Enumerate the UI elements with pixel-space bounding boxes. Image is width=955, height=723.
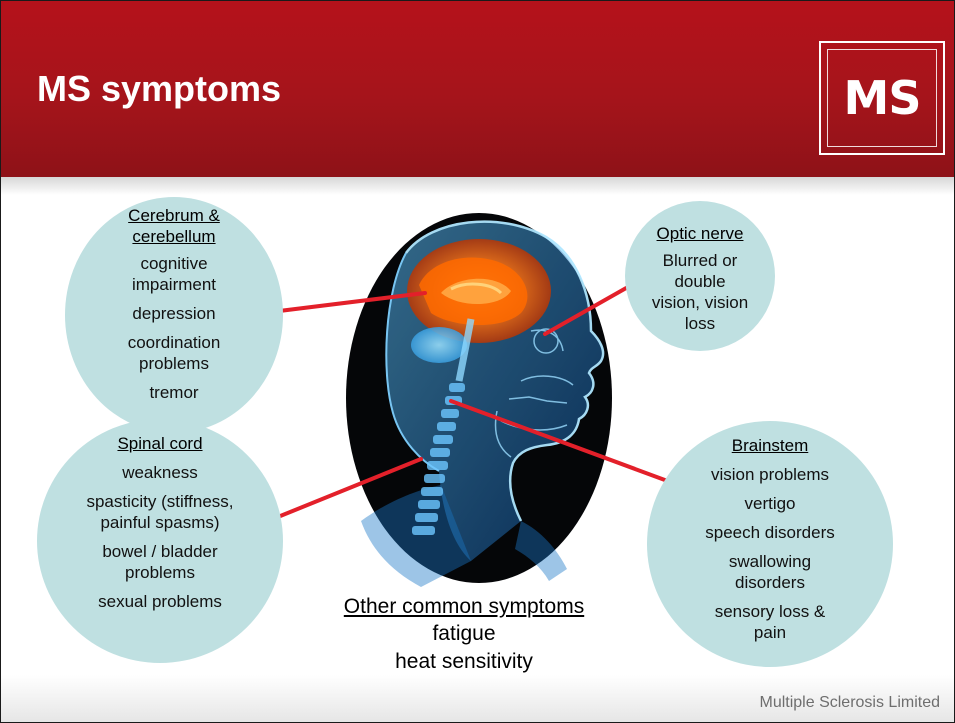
cerebrum-item: tremor bbox=[65, 382, 283, 403]
spinal-item: sexual problems bbox=[37, 591, 283, 612]
spinal-content: Spinal cord weakness spasticity (stiffne… bbox=[37, 433, 283, 612]
other-symptom-item: fatigue bbox=[311, 620, 617, 648]
cerebrum-item: impairment bbox=[65, 274, 283, 295]
brainstem-heading: Brainstem bbox=[732, 436, 809, 456]
cerebrum-symptoms-circle: Cerebrum & cerebellum cognitive impairme… bbox=[65, 197, 283, 433]
optic-item: vision, vision bbox=[625, 292, 775, 313]
cerebrum-heading-line2: cerebellum bbox=[132, 227, 215, 247]
optic-heading: Optic nerve bbox=[657, 224, 744, 244]
spinal-item: problems bbox=[37, 562, 283, 583]
brainstem-content: Brainstem vision problems vertigo speech… bbox=[647, 435, 893, 643]
spinal-item: weakness bbox=[37, 462, 283, 483]
brainstem-item: vision problems bbox=[647, 464, 893, 485]
cerebrum-item: depression bbox=[65, 303, 283, 324]
brainstem-item: swallowing bbox=[647, 551, 893, 572]
other-symptom-item: heat sensitivity bbox=[311, 648, 617, 676]
cerebrum-item: cognitive bbox=[65, 253, 283, 274]
brainstem-item: vertigo bbox=[647, 493, 893, 514]
cerebrum-content: Cerebrum & cerebellum cognitive impairme… bbox=[65, 205, 283, 403]
spinal-item: painful spasms) bbox=[37, 512, 283, 533]
optic-item: double bbox=[625, 271, 775, 292]
cerebellum bbox=[411, 327, 467, 363]
brainstem-item: sensory loss & bbox=[647, 601, 893, 622]
spinal-item: spasticity (stiffness, bbox=[37, 491, 283, 512]
spinal-item: bowel / bladder bbox=[37, 541, 283, 562]
cerebrum-item: coordination bbox=[65, 332, 283, 353]
optic-item: loss bbox=[625, 313, 775, 334]
cerebrum-item: problems bbox=[65, 353, 283, 374]
spinal-heading: Spinal cord bbox=[117, 434, 202, 454]
other-symptoms: Other common symptoms fatigue heat sensi… bbox=[311, 594, 617, 676]
brainstem-item: pain bbox=[647, 622, 893, 643]
optic-item: Blurred or bbox=[625, 250, 775, 271]
brainstem-item: speech disorders bbox=[647, 522, 893, 543]
optic-nerve-symptoms-circle: Optic nerve Blurred or double vision, vi… bbox=[625, 201, 775, 351]
cerebrum-heading: Cerebrum & bbox=[128, 206, 220, 226]
spinal-cord-symptoms-circle: Spinal cord weakness spasticity (stiffne… bbox=[37, 419, 283, 663]
slide-footer: Multiple Sclerosis Limited bbox=[1, 675, 954, 722]
brainstem-symptoms-circle: Brainstem vision problems vertigo speech… bbox=[647, 421, 893, 667]
brainstem-item: disorders bbox=[647, 572, 893, 593]
footer-credit: Multiple Sclerosis Limited bbox=[759, 694, 940, 712]
optic-content: Optic nerve Blurred or double vision, vi… bbox=[625, 223, 775, 334]
other-symptoms-heading: Other common symptoms bbox=[311, 594, 617, 620]
brain bbox=[407, 239, 551, 343]
